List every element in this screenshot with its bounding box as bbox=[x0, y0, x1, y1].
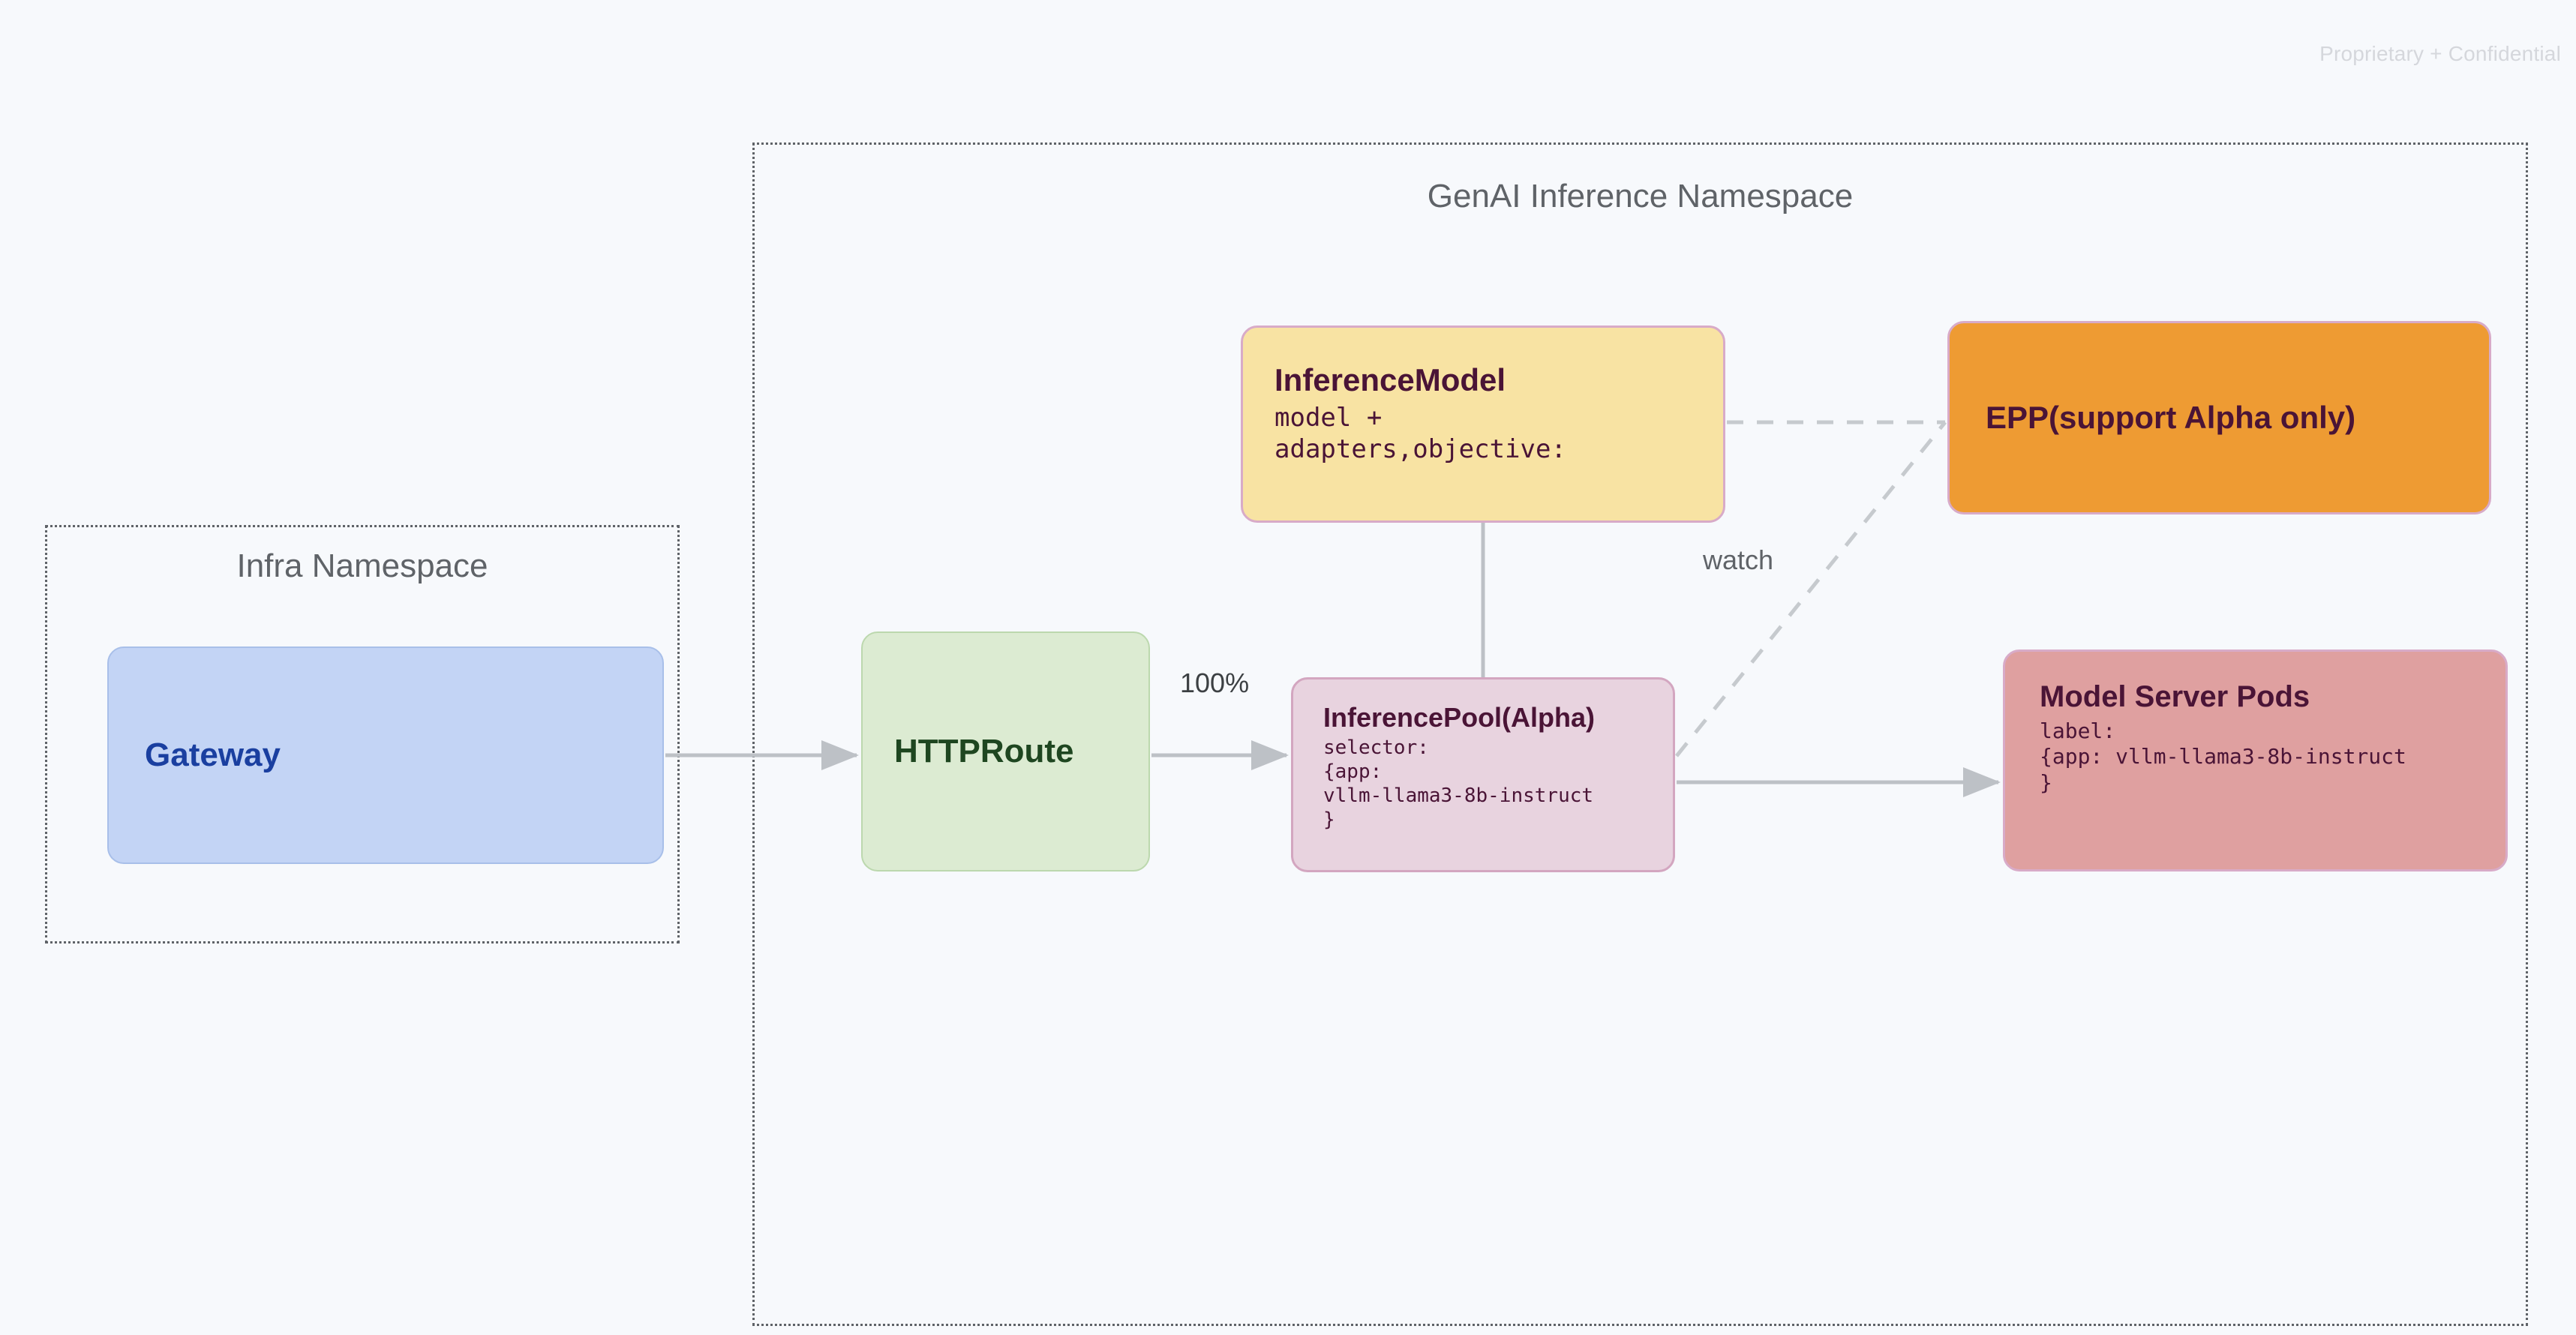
node-inferencemodel[interactable]: InferenceModel model + adapters,objectiv… bbox=[1241, 326, 1725, 523]
node-gateway[interactable]: Gateway bbox=[107, 646, 664, 864]
node-model-server-pods[interactable]: Model Server Pods label: {app: vllm-llam… bbox=[2003, 650, 2508, 872]
node-httproute-title: HTTPRoute bbox=[894, 733, 1074, 770]
node-model-server-pods-label: label: {app: vllm-llama3-8b-instruct } bbox=[2040, 718, 2406, 795]
node-gateway-title: Gateway bbox=[145, 736, 281, 773]
node-epp[interactable]: EPP(support Alpha only) bbox=[1947, 321, 2491, 514]
node-inferencepool[interactable]: InferencePool(Alpha) selector: {app: vll… bbox=[1291, 677, 1675, 872]
infra-namespace-container bbox=[45, 525, 680, 944]
node-inferencemodel-spec: model + adapters,objective: bbox=[1274, 403, 1566, 464]
genai-inference-namespace-title: GenAI Inference Namespace bbox=[1427, 178, 1854, 214]
node-model-server-pods-title: Model Server Pods bbox=[2040, 680, 2310, 713]
node-httproute[interactable]: HTTPRoute bbox=[861, 632, 1150, 872]
node-inferencepool-selector: selector: {app: vllm-llama3-8b-instruct … bbox=[1323, 736, 1594, 831]
infra-namespace-title: Infra Namespace bbox=[236, 548, 488, 584]
genai-inference-namespace-container bbox=[752, 142, 2528, 1326]
edge-label-watch: watch bbox=[1703, 544, 1774, 575]
proprietary-confidential-watermark: Proprietary + Confidential bbox=[2319, 42, 2561, 65]
edge-label-traffic-percent: 100% bbox=[1180, 668, 1250, 698]
node-inferencemodel-title: InferenceModel bbox=[1274, 362, 1506, 398]
node-inferencepool-title: InferencePool(Alpha) bbox=[1323, 702, 1596, 733]
node-epp-title: EPP(support Alpha only) bbox=[1986, 400, 2356, 435]
